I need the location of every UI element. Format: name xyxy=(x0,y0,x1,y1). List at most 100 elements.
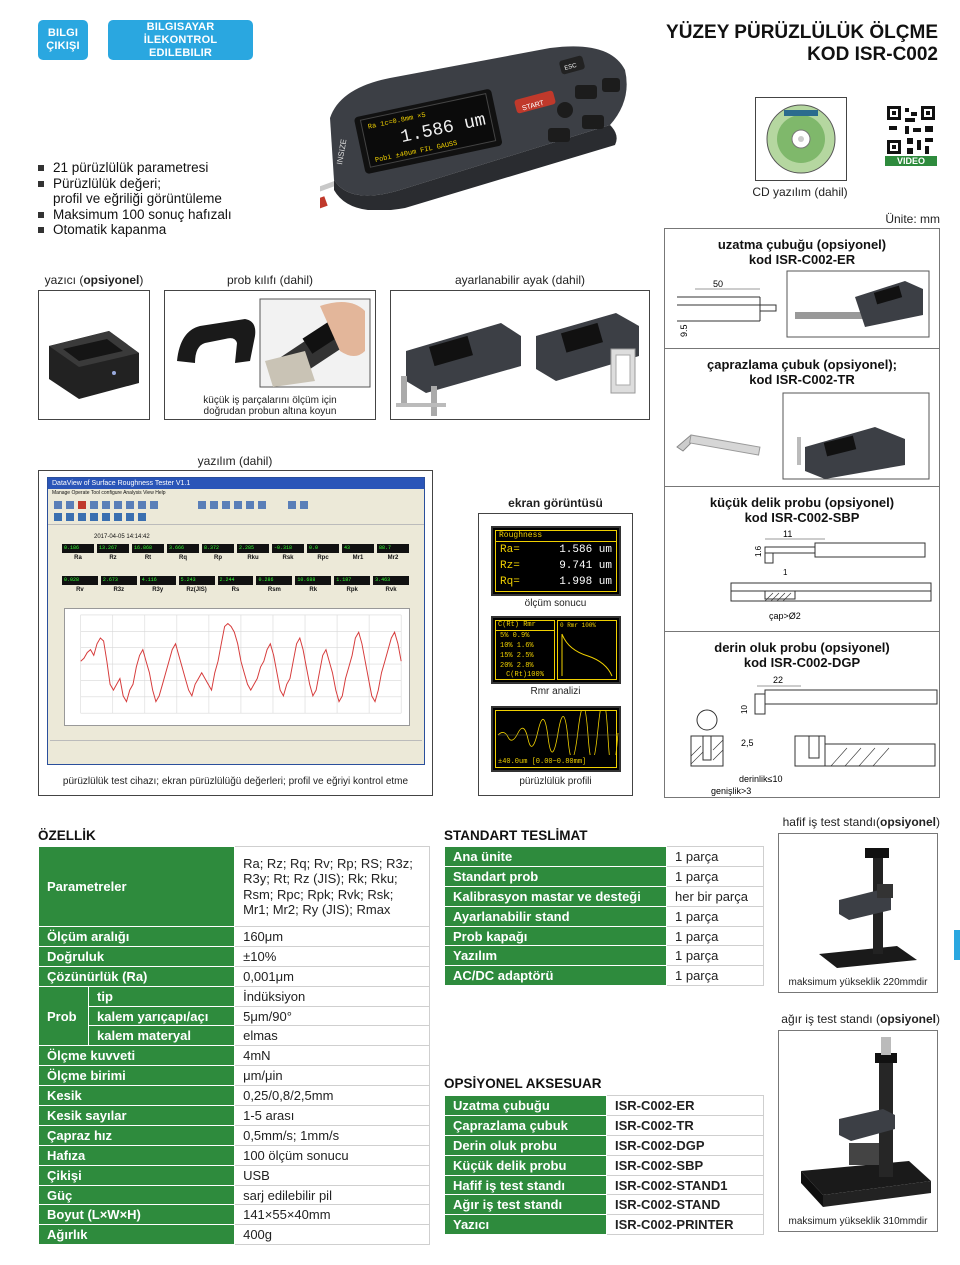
software-toolbar xyxy=(48,497,424,525)
qr-code-icon[interactable]: VIDEO xyxy=(885,104,937,166)
table-value: 1 parça xyxy=(666,905,764,927)
option-extension-rod: uzatma çubuğu (opsiyonel)kod ISR-C002-ER… xyxy=(665,229,939,349)
feature-item: Maksimum 100 sonuç hafızalı xyxy=(38,207,232,223)
table-row: Parametreler Ra; Rz; Rq; Rv; Rp; RS; R3z… xyxy=(37,846,430,927)
software-value: 1.187 xyxy=(334,576,371,585)
table-value: her bir parça xyxy=(666,885,764,907)
cd-disc-icon xyxy=(766,104,836,174)
software-value-label: Ra xyxy=(74,555,82,561)
option-dgp-dim-width: genişlik>3 xyxy=(711,786,751,796)
screen-rmr-chart-header: 0 Rmr 100% xyxy=(560,622,597,629)
table-value: ISR-C002-PRINTER xyxy=(606,1214,764,1236)
option-sbp-drawing: 11 1.6 1 çap>Ø2 xyxy=(730,529,932,621)
heavy-stand-title: ağır iş test standı (opsiyonel) xyxy=(781,1012,940,1026)
table-key: Yazıcı xyxy=(444,1214,607,1236)
spec-key: Çözünürlük (Ra) xyxy=(37,965,236,987)
spec-value: 0,5mm/s; 1mm/s xyxy=(234,1124,430,1146)
software-value-label: Rpk xyxy=(346,587,358,593)
software-value: 3.463 xyxy=(373,576,409,585)
software-value-label: Rk xyxy=(309,587,318,593)
screen-profile-footer: ±40.0um [0.00~0.80mm] xyxy=(498,758,587,766)
page-title-line2: KOD ISR-C002 xyxy=(807,44,938,65)
spec-key: Çapraz hız xyxy=(37,1124,236,1146)
software-value: 0.028 xyxy=(62,576,98,585)
optional-probes-panel: uzatma çubuğu (opsiyonel)kod ISR-C002-ER… xyxy=(664,228,940,798)
spec-subkey: tip xyxy=(87,985,236,1007)
table-key: Ayarlanabilir stand xyxy=(444,905,667,927)
option-dgp-code: kod ISR-C002-DGP xyxy=(743,655,861,670)
table-key: Yazılım xyxy=(444,945,667,967)
screen-rmr-footer: C(Rt)100% xyxy=(506,671,544,679)
spec-params-value: Ra; Rz; Rq; Rv; Rp; RS; R3z; R3y; Rt; Rz… xyxy=(234,846,430,927)
software-value: 3.666 xyxy=(167,544,199,553)
software-statusbar xyxy=(50,740,422,762)
spec-key: Ölçüm aralığı xyxy=(37,926,236,947)
spec-key: Hafıza xyxy=(37,1144,236,1166)
printer-caption: yazıcı (opsiyonel) xyxy=(44,273,144,287)
software-value-label: R3y xyxy=(152,587,164,593)
spec-key: Kesik sayılar xyxy=(37,1105,236,1126)
spec-value: elmas xyxy=(234,1025,430,1047)
screen-rmr-row: 20% 2.8% xyxy=(500,662,534,670)
table-value: 1 parça xyxy=(666,846,764,867)
screen-measurement-key: Rq= xyxy=(500,576,520,588)
heavy-stand-icon xyxy=(801,1037,931,1207)
table-value: ISR-C002-STAND xyxy=(606,1194,764,1216)
option-dgp-dim-depth: derinlik≤10 xyxy=(739,774,782,784)
spec-table: Parametreler Ra; Rz; Rq; Rv; Rp; RS; R3z… xyxy=(37,846,430,1246)
table-value: 1 parça xyxy=(666,965,764,987)
printer-icon xyxy=(49,331,139,399)
option-dgp-dim-tip: 2,5 xyxy=(741,738,754,748)
software-value-label: Rq xyxy=(179,555,187,561)
table-key: Standart prob xyxy=(444,865,667,887)
software-value-label: Rt xyxy=(144,555,152,561)
software-datetime: 2017-04-05 14:14:42 xyxy=(94,534,150,540)
option-small-hole-probe: küçük delik probu (opsiyonel)kod ISR-C00… xyxy=(665,487,939,632)
software-footer-caption: pürüzlülük test cihazı; ekran pürüzlülüğ… xyxy=(62,776,409,787)
probe-cover-photo: küçük iş parçalarını ölçüm için doğrudan… xyxy=(164,290,376,420)
adjustable-foot-caption: ayarlanabilir ayak (dahil) xyxy=(454,273,586,287)
table-value: 1 parça xyxy=(666,925,764,947)
screen-rmr-row: 15% 2.5% xyxy=(500,652,534,660)
software-value: 0.0 xyxy=(307,544,339,553)
plot-profile-line xyxy=(80,622,402,703)
software-value: -0.318 xyxy=(272,544,304,553)
feature-item: 21 pürüzlülük parametresi xyxy=(38,160,232,176)
spec-key: Ölçme kuvveti xyxy=(37,1045,236,1067)
screen-rmr-row: 5% 0.9% xyxy=(500,632,530,640)
table-key: Hafif iş test standı xyxy=(444,1174,607,1196)
light-stand-title: hafif iş test standı(opsiyonel) xyxy=(782,815,940,829)
page-title: YÜZEY PÜRÜZLÜLÜK ÖLÇME KOD ISR-C002 xyxy=(666,22,938,66)
spec-value: 0,25/0,8/2,5mm xyxy=(234,1085,430,1107)
option-sbp-code: kod ISR-C002-SBP xyxy=(744,510,860,525)
option-sbp-dim-diameter: çap>Ø2 xyxy=(769,611,801,621)
software-menubar[interactable]: Manage Operate Tool configure Analysis V… xyxy=(52,490,166,496)
table-key: Derin oluk probu xyxy=(444,1134,607,1156)
table-key: Ağır iş test standı xyxy=(444,1194,607,1216)
screen-measurement-value: 9.741 um xyxy=(559,560,612,572)
spec-key: Ağırlık xyxy=(37,1224,236,1246)
delivery-heading: STANDART TESLİMAT xyxy=(444,828,588,843)
screen-rmr-row: 10% 1.6% xyxy=(500,642,534,650)
option-dgp-dim-length: 22 xyxy=(773,675,783,685)
feature-list: 21 pürüzlülük parametresi Pürüzlülük değ… xyxy=(38,160,232,238)
screen-measurement-key: Ra= xyxy=(500,544,520,556)
